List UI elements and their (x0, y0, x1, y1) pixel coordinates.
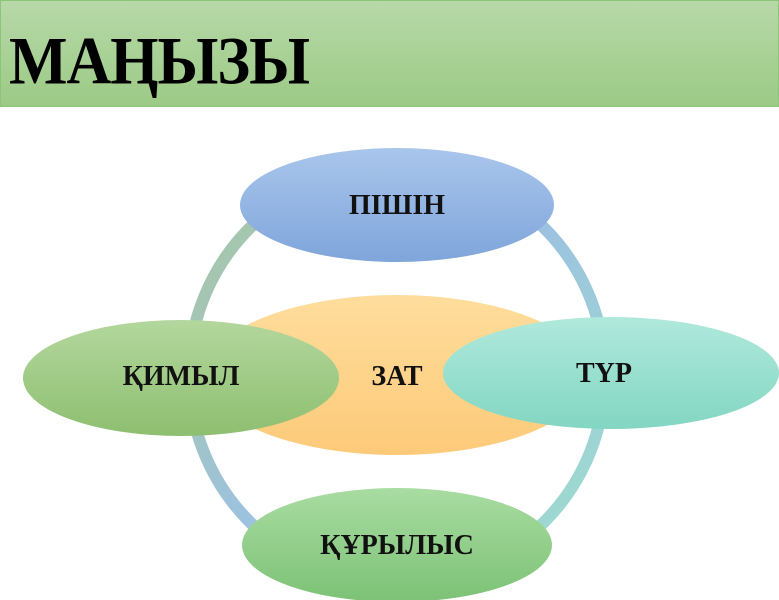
node-label: ПІШІН (349, 190, 445, 221)
node-kimyl: ҚИМЫЛ (23, 320, 339, 436)
node-label: ҚҰРЫЛЫС (320, 530, 474, 561)
node-kurylys: ҚҰРЫЛЫС (242, 488, 552, 600)
center-label: ЗАТ (371, 361, 423, 392)
node-tur: ТҮР (443, 317, 779, 429)
node-pishin: ПІШІН (240, 148, 554, 262)
node-label: ТҮР (576, 358, 632, 389)
node-label: ҚИМЫЛ (123, 361, 240, 392)
slide-title: МАҢЫЗЫ (9, 24, 310, 99)
title-bar: МАҢЫЗЫ (0, 0, 779, 107)
